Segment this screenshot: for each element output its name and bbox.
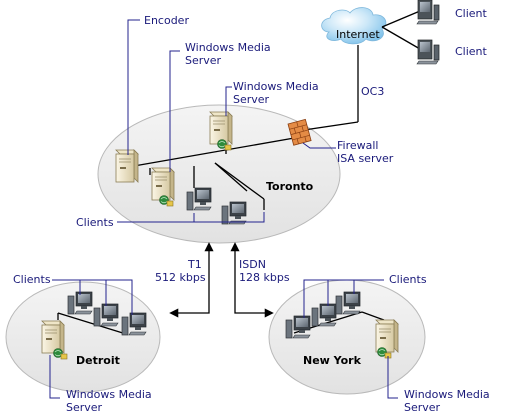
toronto-site bbox=[97, 104, 341, 244]
detroit-wms-label-line1: Windows Media bbox=[66, 388, 152, 401]
client-label-1: Client bbox=[455, 7, 488, 20]
toronto-wms-label-line1: Windows Media bbox=[185, 41, 271, 54]
isdn-link bbox=[230, 242, 274, 318]
newyork-clients-label: Clients bbox=[389, 273, 427, 286]
detroit-site bbox=[5, 281, 161, 393]
encoder-label: Encoder bbox=[144, 14, 189, 27]
isdn-label-line1: ISDN bbox=[239, 258, 266, 271]
newyork-label: New York bbox=[303, 354, 362, 367]
toronto-clients-label: Clients bbox=[76, 216, 114, 229]
toronto-wms2-label-line2: Server bbox=[233, 93, 270, 106]
detroit-wms-label-line2: Server bbox=[66, 401, 103, 414]
toronto-wms-label-line2: Server bbox=[185, 54, 222, 67]
firewall-label-line1: Firewall bbox=[337, 139, 378, 152]
internet-label: Internet bbox=[336, 28, 380, 41]
newyork-wms-label-line2: Server bbox=[404, 401, 441, 414]
t1-link bbox=[169, 242, 214, 318]
detroit-clients-label: Clients bbox=[13, 273, 51, 286]
t1-label-line2: 512 kbps bbox=[155, 271, 206, 284]
internet-client-1 bbox=[416, 0, 440, 25]
toronto-wms2-label-line1: Windows Media bbox=[233, 80, 319, 93]
newyork-wms-label-line1: Windows Media bbox=[404, 388, 490, 401]
firewall-label-line2: ISA server bbox=[337, 152, 394, 165]
client-label-2: Client bbox=[455, 45, 488, 58]
internet-client-2 bbox=[416, 39, 440, 65]
t1-label-line1: T1 bbox=[187, 258, 202, 271]
encoder-server bbox=[115, 149, 139, 183]
firewall-icon bbox=[287, 118, 312, 146]
detroit-label: Detroit bbox=[76, 354, 120, 367]
oc3-label: OC3 bbox=[361, 85, 384, 98]
toronto-label: Toronto bbox=[266, 180, 314, 193]
isdn-label-line2: 128 kbps bbox=[239, 271, 290, 284]
internet-cloud bbox=[321, 7, 387, 45]
